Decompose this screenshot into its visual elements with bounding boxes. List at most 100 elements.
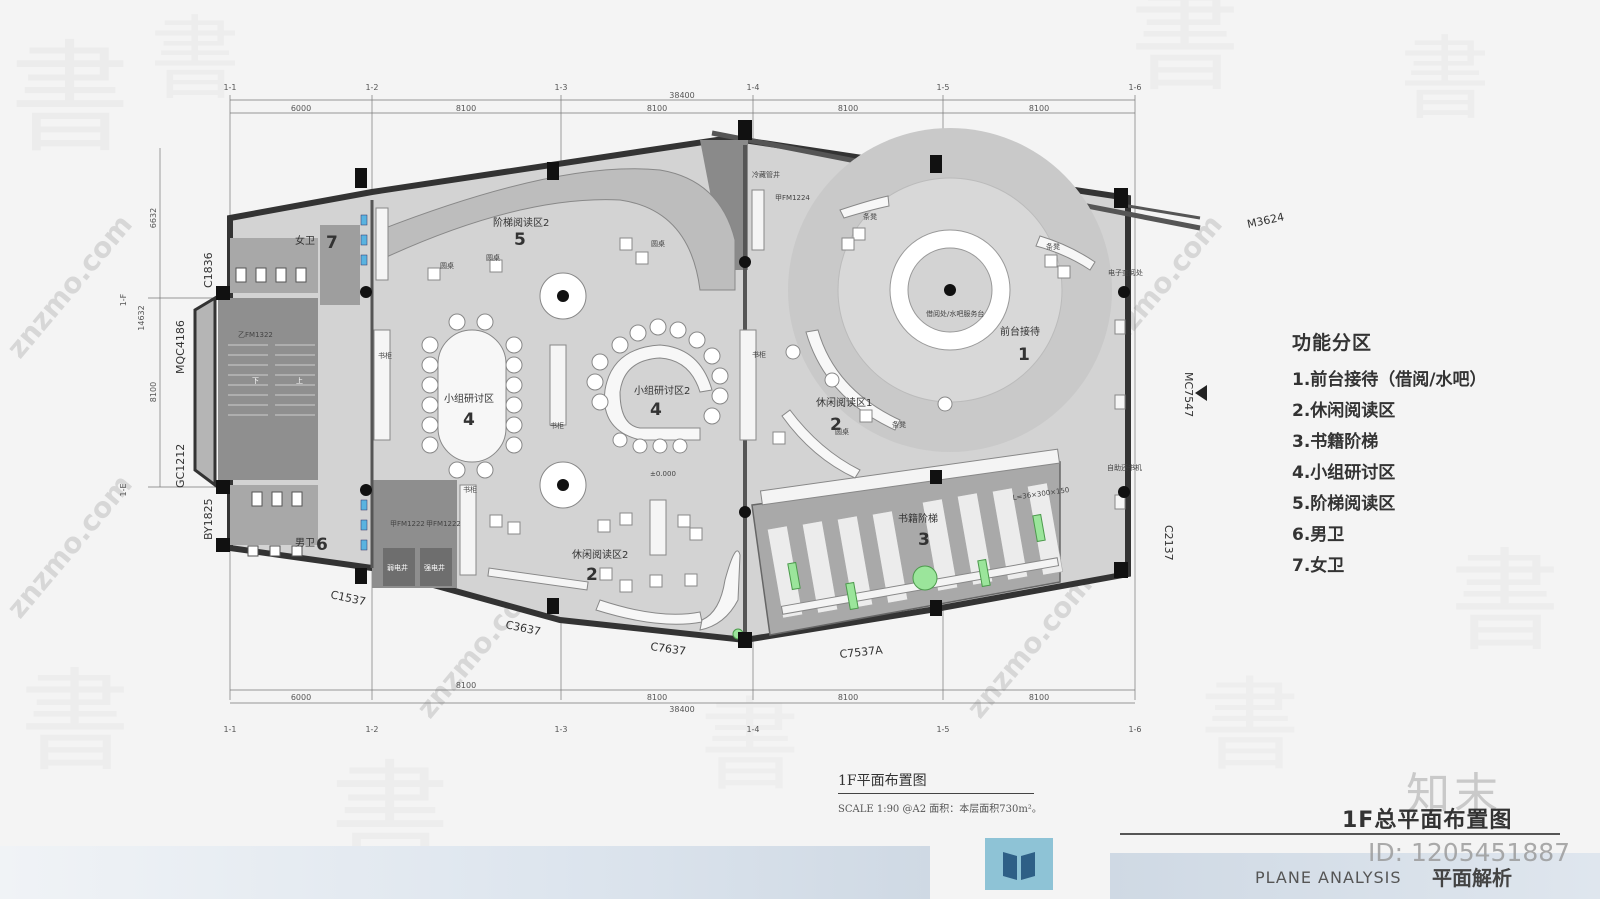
svg-text:乙FM1322: 乙FM1322	[238, 331, 273, 339]
svg-text:M3624: M3624	[1246, 210, 1285, 231]
svg-text:8100: 8100	[149, 382, 158, 402]
svg-text:6632: 6632	[149, 208, 158, 228]
svg-text:书柜: 书柜	[463, 485, 477, 494]
svg-text:1-5: 1-5	[936, 725, 949, 734]
svg-text:8100: 8100	[647, 693, 667, 702]
plan-title-underline	[838, 793, 1034, 794]
zone6-name: 男卫	[295, 537, 315, 549]
svg-text:上: 上	[296, 376, 303, 385]
svg-text:圆桌: 圆桌	[440, 261, 454, 270]
svg-text:書: 書	[20, 658, 130, 786]
zone-labels: 前台接待 1 休闲阅读区1 2 休闲阅读区2 2 书籍阶梯 3 小组研讨区 4 …	[295, 216, 1040, 585]
main-title-underline	[1120, 833, 1560, 835]
svg-text:38400: 38400	[669, 91, 694, 100]
svg-text:MC7547: MC7547	[1182, 372, 1195, 417]
svg-text:弱电井: 弱电井	[387, 563, 408, 572]
svg-text:下: 下	[252, 377, 259, 385]
svg-text:14632: 14632	[137, 305, 146, 330]
svg-text:冷藏管井: 冷藏管井	[752, 170, 780, 179]
svg-text:C1836: C1836	[202, 252, 215, 288]
svg-text:1-F: 1-F	[119, 293, 128, 306]
chinese-subtitle: 平面解析	[1432, 866, 1512, 890]
svg-text:1-6: 1-6	[1128, 83, 1141, 92]
bottom-band-right	[1110, 853, 1600, 899]
brand-logo: 知末	[1406, 769, 1502, 820]
zone4b-name: 小组研讨区2	[634, 384, 690, 397]
svg-text:1-3: 1-3	[554, 725, 567, 734]
svg-text:6000: 6000	[291, 104, 311, 113]
legend-item-5: 5.阶梯阅读区	[1292, 494, 1396, 514]
svg-text:自助还书机: 自助还书机	[1107, 463, 1142, 472]
open-book-icon	[985, 838, 1053, 890]
svg-text:书柜: 书柜	[378, 351, 392, 360]
svg-text:8100: 8100	[1029, 693, 1049, 702]
main-title: 1F总平面布置图	[1342, 808, 1513, 833]
legend-item-3: 3.书籍阶梯	[1292, 432, 1379, 452]
svg-text:書: 書	[700, 687, 800, 804]
function-zone-legend: 功能分区 1.前台接待（借阅/水吧） 2.休闲阅读区 3.书籍阶梯 4.小组研讨…	[1292, 328, 1552, 582]
svg-text:C7637: C7637	[650, 640, 687, 658]
svg-text:书柜: 书柜	[550, 421, 564, 430]
svg-text:8100: 8100	[456, 681, 476, 690]
svg-text:条凳: 条凳	[863, 212, 877, 221]
svg-text:書: 書	[1400, 27, 1490, 132]
svg-text:8100: 8100	[1029, 104, 1049, 113]
svg-text:C1537: C1537	[329, 588, 367, 608]
svg-text:書: 書	[1130, 0, 1240, 106]
svg-text:GC1212: GC1212	[174, 444, 187, 488]
svg-text:1-3: 1-3	[554, 83, 567, 92]
zone7-name: 女卫	[295, 234, 315, 247]
svg-text:1-1: 1-1	[223, 83, 236, 92]
zone2a-name: 休闲阅读区1	[816, 396, 872, 409]
plan-annotations: 借阅处/水吧服务台 电子查阅处 自助还书机 条凳 条凳 条凳 圆桌 圆桌 圆桌 …	[238, 170, 1143, 572]
svg-text:38400: 38400	[669, 705, 694, 714]
image-id: ID: 1205451887	[1368, 838, 1571, 867]
svg-text:圆桌: 圆桌	[486, 253, 500, 262]
svg-text:甲FM1224: 甲FM1224	[775, 194, 810, 202]
plan-scale: SCALE 1:90 @A2 面积：本层面积730m²。	[838, 804, 1042, 815]
svg-text:1-4: 1-4	[746, 725, 759, 734]
plan-title: 1F平面布置图	[838, 773, 927, 789]
zone2b-num: 2	[586, 565, 598, 585]
zone5-name: 阶梯阅读区2	[493, 216, 549, 229]
svg-text:znzmo.com: znzmo.com	[0, 208, 139, 364]
svg-text:8100: 8100	[838, 693, 858, 702]
zone5-num: 5	[514, 230, 526, 250]
legend-item-4: 4.小组研讨区	[1292, 463, 1396, 483]
svg-text:書: 書	[10, 30, 130, 169]
zone7-num: 7	[326, 233, 338, 253]
zone2b-name: 休闲阅读区2	[572, 548, 628, 561]
svg-text:电子查阅处: 电子查阅处	[1108, 268, 1143, 277]
english-subtitle: PLANE ANALYSIS	[1255, 868, 1402, 887]
zone4b-num: 4	[650, 400, 662, 420]
legend-item-1: 1.前台接待（借阅/水吧）	[1292, 370, 1487, 390]
legend-item-7: 7.女卫	[1292, 556, 1345, 576]
svg-text:强电井: 强电井	[424, 563, 445, 572]
bottom-band-left	[0, 846, 930, 899]
zone6-num: 6	[316, 535, 328, 555]
svg-text:書: 書	[1200, 667, 1300, 784]
zone4a-num: 4	[463, 410, 475, 430]
svg-text:1-2: 1-2	[365, 725, 378, 734]
svg-text:圆桌: 圆桌	[651, 239, 665, 248]
svg-text:1-1: 1-1	[223, 725, 236, 734]
svg-text:8100: 8100	[456, 104, 476, 113]
grid-labels: 1-1 1-2 1-3 1-4 1-5 1-6 1-1 1-2 1-3 1-4 …	[119, 83, 1142, 734]
svg-text:甲FM1222: 甲FM1222	[390, 520, 425, 528]
legend-title: 功能分区	[1292, 332, 1373, 354]
building	[193, 120, 1207, 648]
svg-text:圆桌: 圆桌	[835, 427, 849, 436]
svg-text:1-5: 1-5	[936, 83, 949, 92]
legend-item-6: 6.男卫	[1292, 525, 1345, 545]
zone2a-num: 2	[830, 415, 842, 435]
svg-text:BY1825: BY1825	[202, 498, 215, 540]
svg-text:条凳: 条凳	[892, 420, 906, 429]
zone3-name: 书籍阶梯	[898, 512, 938, 525]
zone3-num: 3	[918, 530, 930, 550]
svg-text:1-6: 1-6	[1128, 725, 1141, 734]
svg-text:8100: 8100	[838, 104, 858, 113]
zone4a-name: 小组研讨区	[444, 392, 494, 405]
svg-text:±0.000: ±0.000	[650, 470, 676, 478]
svg-text:书柜: 书柜	[752, 350, 766, 359]
